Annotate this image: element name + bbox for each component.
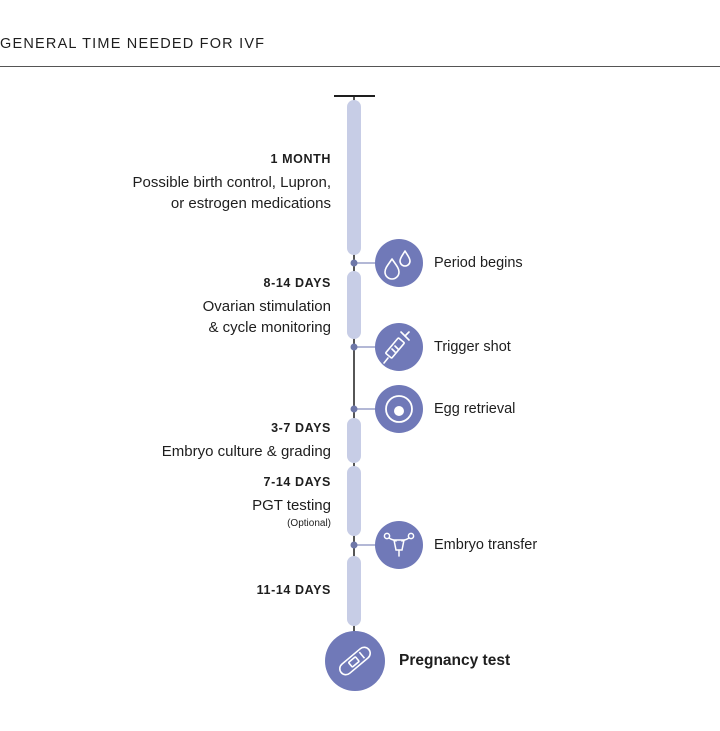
droplets-icon [384, 250, 411, 280]
uterus-icon [383, 532, 415, 557]
segment-duration-4: 7-14 DAYS [263, 475, 331, 489]
event-label-period-begins: Period begins [434, 255, 523, 271]
duration-bar-11-14-days [347, 556, 361, 626]
segment-duration-5: 11-14 DAYS [256, 583, 331, 597]
segment-description-3-line-1: Embryo culture & grading [161, 443, 331, 460]
duration-bar-1-month [347, 100, 361, 255]
segment-duration-1: 1 MONTH [270, 152, 331, 166]
event-pregnancy-test [325, 631, 385, 691]
duration-bar-3-7-days [347, 418, 361, 463]
title-divider [0, 66, 720, 67]
egg-icon [385, 395, 413, 423]
syringe-icon [383, 331, 410, 364]
segment-description-2-line-2: & cycle monitoring [208, 319, 331, 336]
event-circle-embryo-transfer [375, 521, 423, 569]
duration-bar-8-14-days [347, 271, 361, 339]
event-label-trigger-shot: Trigger shot [434, 339, 511, 355]
event-label-egg-retrieval: Egg retrieval [434, 401, 516, 417]
page-title: GENERAL TIME NEEDED FOR IVF [0, 36, 266, 52]
final-label-pregnancy-test: Pregnancy test [399, 652, 511, 669]
segment-description-1-line-1: Possible birth control, Lupron, [132, 174, 331, 191]
segment-description-1-line-2: or estrogen medications [170, 195, 331, 212]
event-circle-pregnancy-test [325, 631, 385, 691]
duration-bar-7-14-days [347, 466, 361, 536]
event-label-embryo-transfer: Embryo transfer [434, 537, 538, 553]
event-circle-trigger-shot [375, 323, 423, 371]
segment-note-4: (Optional) [287, 518, 331, 529]
pregnancy-test-icon [339, 646, 371, 676]
event-period-begins [350, 239, 423, 287]
event-egg-retrieval [350, 385, 423, 433]
segment-duration-2: 8-14 DAYS [263, 276, 331, 290]
event-circle-period-begins [375, 239, 423, 287]
segment-description-4-line-1: PGT testing [252, 497, 331, 514]
event-embryo-transfer [350, 521, 423, 569]
segment-duration-3: 3-7 DAYS [271, 421, 331, 435]
segment-description-2-line-1: Ovarian stimulation [202, 298, 331, 315]
event-trigger-shot [350, 323, 423, 371]
